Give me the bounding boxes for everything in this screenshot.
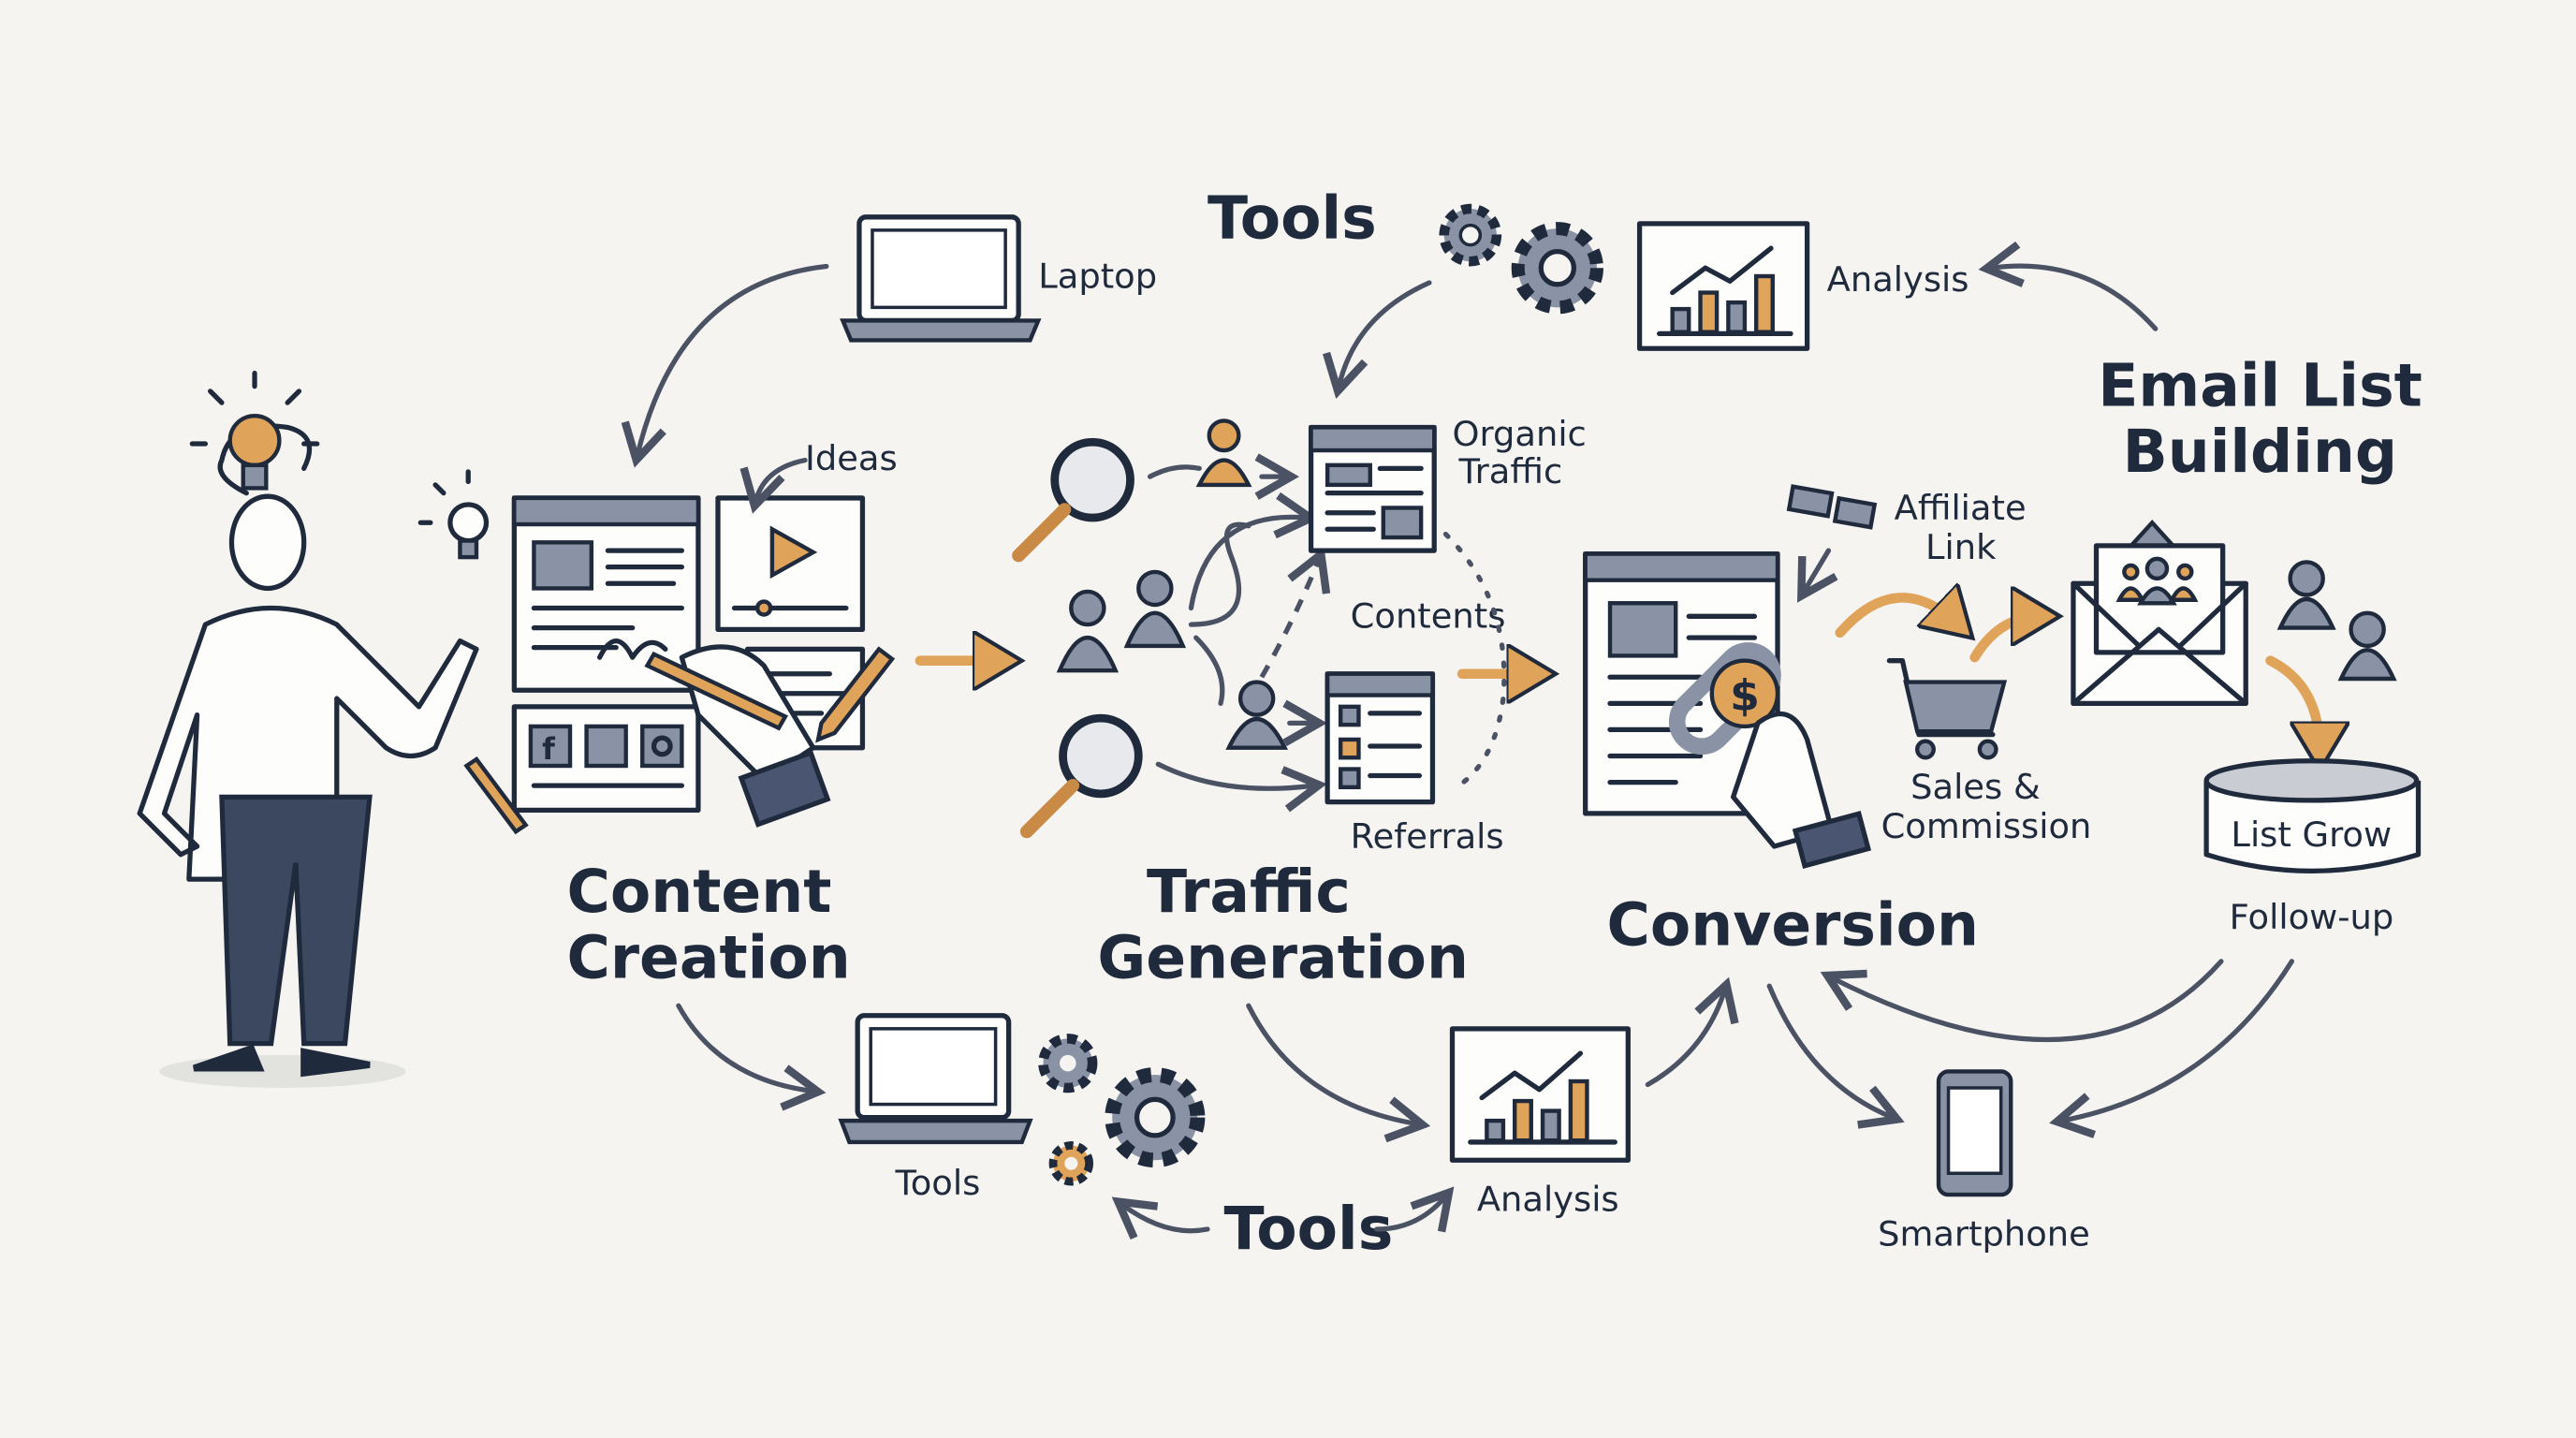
analysis-top-label: Analysis <box>1827 259 1969 300</box>
facebook-icon <box>528 724 573 769</box>
sales-label-line2: Commission <box>1881 806 2092 846</box>
small-lightbulb-icon <box>417 469 490 560</box>
laptop-icon-top <box>840 214 1042 343</box>
hand-icon <box>1730 712 1872 869</box>
video-player-icon <box>715 495 866 632</box>
lightbulb-icon <box>189 370 320 491</box>
pencil-icon <box>463 646 896 835</box>
affiliate-link-chain-icon: $ <box>1668 642 1781 755</box>
envelope-icon <box>2071 520 2248 706</box>
stage-content-creation-line1: Content <box>567 857 832 926</box>
referrals-label: Referrals <box>1351 816 1504 857</box>
referrals-browser <box>1325 671 1436 805</box>
broken-link-icon <box>1786 484 1878 530</box>
tools-bottom-label: Tools <box>1224 1194 1394 1263</box>
people-icons <box>1056 418 1288 750</box>
person-figure <box>137 423 479 1089</box>
organic-label-line2: Traffic <box>1458 451 1563 492</box>
instagram-icon <box>640 724 684 769</box>
ideas-label: Ideas <box>805 438 898 478</box>
laptop-label: Laptop <box>1038 256 1157 296</box>
sales-label-line1: Sales & <box>1910 767 2041 807</box>
laptop-icon-bottom <box>838 1013 1033 1145</box>
magnifier-icon <box>1012 437 1143 839</box>
follow-up-label: Follow-up <box>2230 897 2394 937</box>
list-grow-label: List Grow <box>2231 814 2392 855</box>
stage-traffic-generation-line2: Generation <box>1097 922 1469 991</box>
affiliate-label-line1: Affiliate <box>1895 488 2027 528</box>
twitter-icon <box>584 724 628 769</box>
writing-hand-icon <box>644 644 831 828</box>
stage-email-list-line2: Building <box>2123 417 2398 486</box>
list-grow-database: List Grow <box>2203 758 2422 873</box>
social-media-panel: f <box>511 704 701 814</box>
stage-conversion: Conversion <box>1606 889 1979 959</box>
tools-bottom-small-label: Tools <box>895 1163 981 1203</box>
affiliate-label-line2: Link <box>1925 527 1997 567</box>
svg-text:f: f <box>542 733 556 767</box>
article-browser-icon <box>511 495 701 693</box>
subscriber-icons <box>2276 560 2397 682</box>
gear-icon <box>1439 203 1603 315</box>
organic-label-line1: Organic <box>1453 414 1587 454</box>
gears-bottom-icon <box>1038 1034 1206 1186</box>
smartphone-icon <box>1936 1069 2013 1197</box>
contents-label: Contents <box>1351 596 1506 637</box>
shopping-cart-icon <box>1886 658 2008 760</box>
stage-traffic-generation-line1: Traffic <box>1147 857 1351 926</box>
dollar-sign: $ <box>1730 670 1760 720</box>
tools-top-label: Tools <box>1208 183 1377 253</box>
stage-content-creation-line2: Creation <box>567 922 851 991</box>
analysis-chart-bottom <box>1449 1026 1631 1163</box>
stage-email-list-line1: Email List <box>2098 351 2422 420</box>
smartphone-label: Smartphone <box>1878 1214 2090 1255</box>
analysis-chart-top <box>1636 221 1810 351</box>
analysis-bottom-label: Analysis <box>1477 1180 1619 1220</box>
organic-traffic-browser <box>1308 424 1437 553</box>
